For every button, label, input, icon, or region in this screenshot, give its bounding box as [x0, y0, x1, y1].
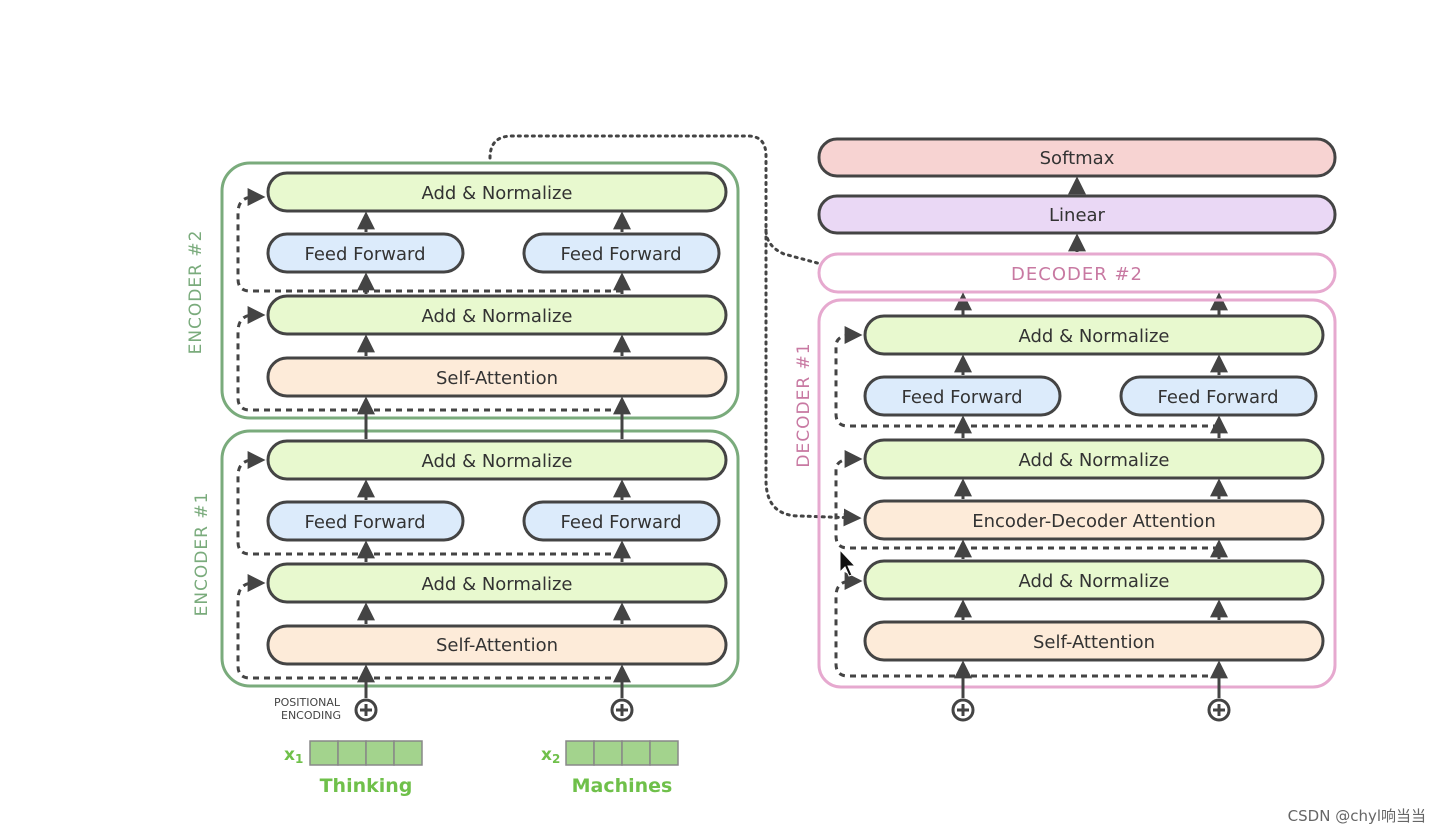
- encoder-residual-connections: [236, 188, 622, 680]
- encoder-1-container: [220, 429, 740, 688]
- positional-encoding-line2: ENCODING: [281, 709, 341, 722]
- positional-encoding-line1: POSITIONAL: [274, 696, 341, 709]
- encoder-output-connection: [488, 134, 862, 279]
- word-thinking: Thinking: [320, 775, 413, 797]
- x1-embedding-vector: [309, 740, 423, 766]
- positional-encoding-plus-left: [354, 698, 378, 722]
- dec1-add-normalize-top-label: Add & Normalize: [1019, 326, 1170, 347]
- enc2-feed-forward-left: [266, 232, 465, 274]
- enc2-add-normalize-bottom: [266, 294, 728, 336]
- decoder-flow-arrows: [954, 354, 1228, 698]
- dec1-feed-forward-right-label: Feed Forward: [1157, 387, 1278, 408]
- enc1-feed-forward-left: [266, 500, 465, 542]
- enc1-feed-forward-left-label: Feed Forward: [304, 512, 425, 533]
- enc2-feed-forward-left-label: Feed Forward: [304, 244, 425, 265]
- enc1-add-normalize-bottom-label: Add & Normalize: [422, 574, 573, 595]
- enc1-feed-forward-right: [522, 500, 721, 542]
- encoder-2-label: ENCODER #2: [186, 230, 206, 355]
- softmax-box: [817, 137, 1337, 178]
- enc1-self-attention-label: Self-Attention: [436, 635, 558, 656]
- enc1-add-normalize-top-label: Add & Normalize: [422, 451, 573, 472]
- x1-label: x1: [284, 745, 303, 766]
- x2-label: x2: [541, 745, 560, 766]
- dec1-add-normalize-middle-label: Add & Normalize: [1019, 450, 1170, 471]
- dec1-feed-forward-left-label: Feed Forward: [901, 387, 1022, 408]
- dec1-self-attention-label: Self-Attention: [1033, 632, 1155, 653]
- decoder-positional-plus-left: [951, 698, 975, 722]
- linear-box: [817, 194, 1337, 235]
- enc2-self-attention: [266, 356, 728, 398]
- enc2-self-attention-label: Self-Attention: [436, 368, 558, 389]
- decoder-1-container: [817, 298, 1337, 689]
- softmax-label: Softmax: [1040, 148, 1115, 169]
- enc2-add-normalize-top-label: Add & Normalize: [422, 183, 573, 204]
- csdn-watermark: CSDN @chyl响当当: [1287, 807, 1426, 825]
- enc1-self-attention: [266, 624, 728, 666]
- x2-embedding-vector: [565, 740, 679, 766]
- dec1-feed-forward-right: [1119, 375, 1318, 417]
- decoder-positional-plus-right: [1207, 698, 1231, 722]
- enc2-feed-forward-right: [522, 232, 721, 274]
- decoder-residual-connections: [834, 326, 1219, 678]
- encoder-2-container: [220, 161, 740, 420]
- dec1-self-attention: [863, 620, 1325, 662]
- decoder-2-box: [817, 252, 1337, 294]
- decoder-2-label: DECODER #2: [1011, 264, 1143, 285]
- dec1-encoder-decoder-attention-label: Encoder-Decoder Attention: [972, 511, 1215, 532]
- encoder-1-label: ENCODER #1: [192, 492, 212, 617]
- decoder-1-label: DECODER #1: [794, 342, 814, 467]
- dec1-add-normalize-middle: [863, 438, 1325, 480]
- enc1-feed-forward-right-label: Feed Forward: [560, 512, 681, 533]
- encoder-to-enc-dec-attention-connection: [764, 228, 862, 527]
- enc2-feed-forward-right-label: Feed Forward: [560, 244, 681, 265]
- dec1-add-normalize-bottom: [863, 559, 1325, 601]
- dec1-encoder-decoder-attention: [863, 499, 1325, 541]
- mouse-cursor-icon: [839, 548, 857, 577]
- linear-label: Linear: [1049, 205, 1106, 226]
- positional-encoding-plus-right: [610, 698, 634, 722]
- enc2-add-normalize-top: [266, 171, 728, 213]
- enc1-add-normalize-bottom: [266, 562, 728, 604]
- dec1-add-normalize-bottom-label: Add & Normalize: [1019, 571, 1170, 592]
- dec1-feed-forward-left: [863, 375, 1062, 417]
- word-machines: Machines: [572, 775, 673, 797]
- enc2-add-normalize-bottom-label: Add & Normalize: [422, 306, 573, 327]
- enc1-add-normalize-top: [266, 439, 728, 481]
- dec1-add-normalize-top: [863, 314, 1325, 356]
